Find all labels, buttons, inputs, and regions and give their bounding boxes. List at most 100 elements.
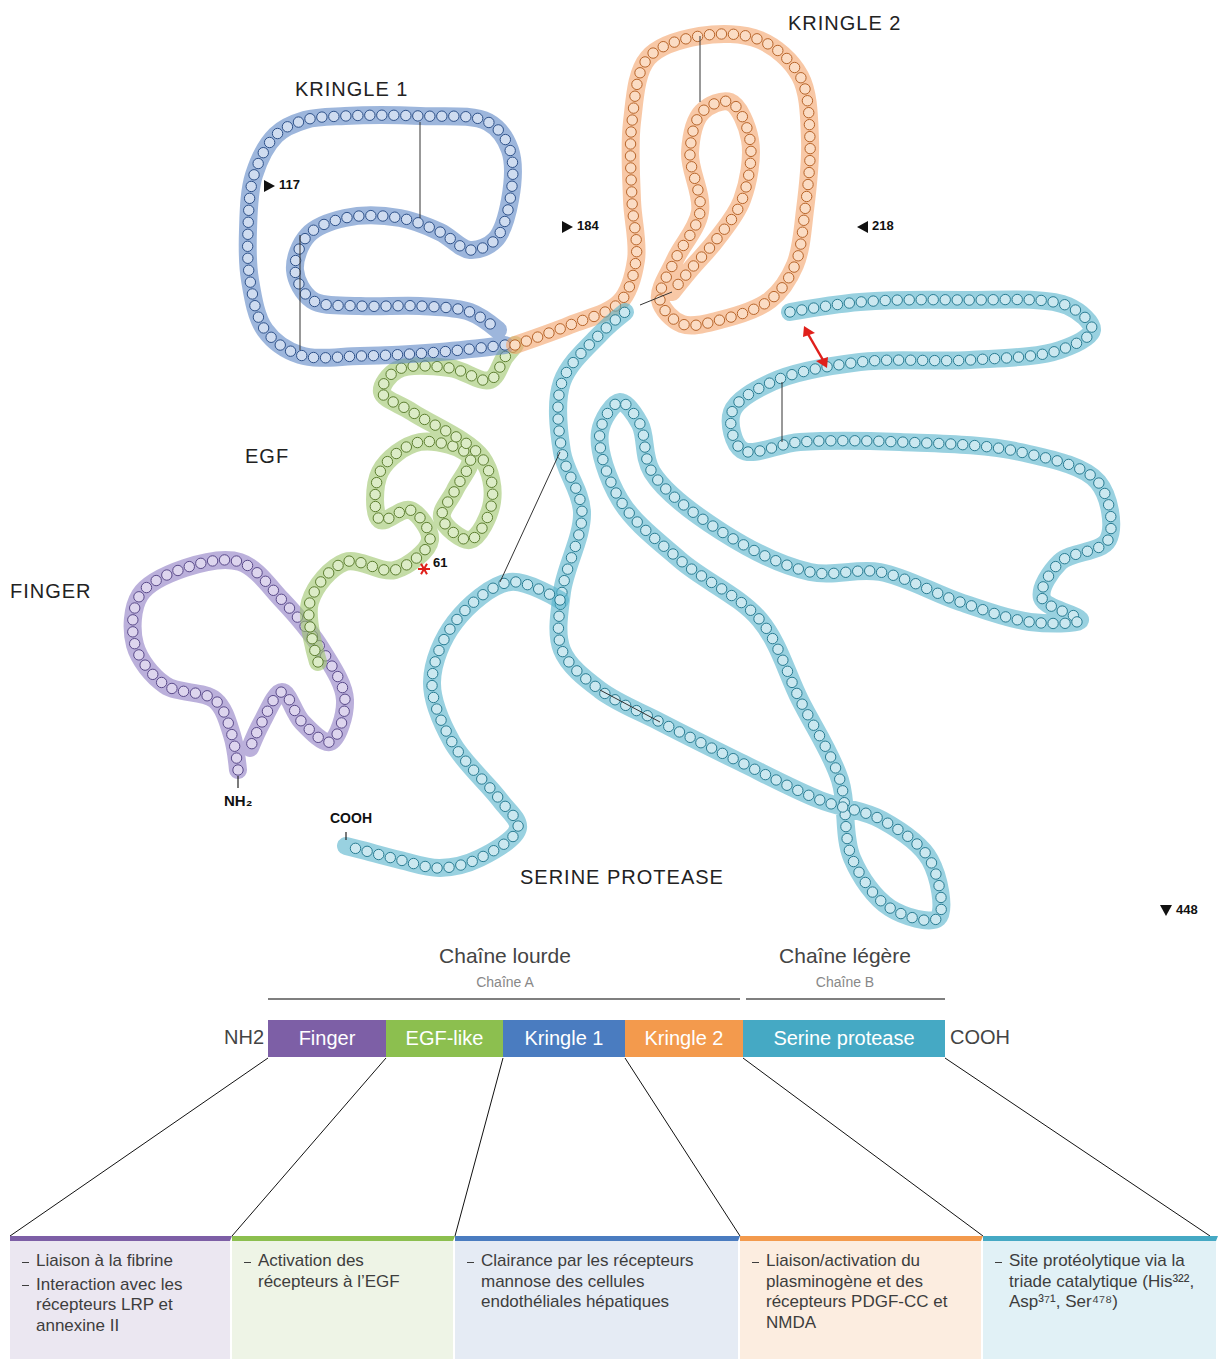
residue-bead [140, 660, 150, 670]
residue-bead [856, 297, 866, 307]
residue-bead [778, 440, 788, 450]
residue-bead [500, 216, 510, 226]
residue-bead [487, 489, 497, 499]
residue-bead [268, 585, 278, 595]
residue-bead [401, 110, 411, 120]
residue-bead [441, 302, 451, 312]
residue-bead [300, 233, 310, 243]
residue-bead [946, 439, 956, 449]
residue-bead [342, 212, 352, 222]
residue-bead [428, 692, 438, 702]
residue-bead [1029, 450, 1039, 460]
disulfide-bond [782, 382, 783, 442]
residue-bead [737, 111, 747, 121]
domain-name: Kringle 1 [525, 1027, 604, 1050]
residue-bead [419, 414, 429, 424]
residue-bead [777, 283, 787, 293]
residue-bead [305, 598, 315, 608]
residue-bead [458, 534, 468, 544]
residue-bead [752, 34, 762, 44]
residue-bead [332, 352, 342, 362]
residue-bead [882, 818, 892, 828]
residue-bead [696, 571, 706, 581]
residue-bead [562, 564, 572, 574]
residue-bead [558, 646, 568, 656]
function-box: Clairance par les récepteurs mannose des… [455, 1236, 740, 1359]
domain-title: KRINGLE 1 [295, 78, 408, 101]
residue-bead [555, 595, 565, 605]
residue-bead [337, 682, 347, 692]
residue-bead [309, 296, 319, 306]
residue-bead [1048, 618, 1058, 628]
residue-bead [464, 344, 474, 354]
residue-bead [627, 199, 637, 209]
residue-bead [341, 111, 351, 121]
residue-bead [1036, 618, 1046, 628]
residue-bead [308, 352, 318, 362]
residue-bead [262, 706, 272, 716]
residue-bead [907, 912, 917, 922]
residue-bead [408, 858, 418, 868]
residue-bead [681, 270, 691, 280]
residue-bead [1040, 453, 1050, 463]
residue-bead [734, 397, 744, 407]
residue-bead [737, 308, 747, 318]
domain-name: Kringle 2 [645, 1027, 724, 1050]
residue-bead [593, 331, 603, 341]
residue-bead [678, 240, 688, 250]
terminus-label: NH₂ [224, 792, 252, 809]
residue-bead [499, 839, 509, 849]
residue-bead [844, 298, 854, 308]
zoom-line [743, 1058, 983, 1236]
residue-bead [773, 644, 783, 654]
residue-bead [437, 507, 447, 517]
ribbon [515, 34, 810, 345]
residue-bead [767, 633, 777, 643]
residue-bead [792, 688, 802, 698]
zoom-line [945, 1058, 1210, 1236]
residue-bead [805, 567, 815, 577]
residue-bead [797, 227, 807, 237]
terminus-stub [345, 832, 346, 840]
residue-bead [746, 146, 756, 156]
residue-bead [688, 261, 698, 271]
residue-bead [861, 808, 871, 818]
residue-bead [436, 438, 446, 448]
residue-bead [597, 419, 607, 429]
residue-bead [219, 707, 229, 717]
residue-bead [1046, 601, 1056, 611]
residue-bead [162, 570, 172, 580]
residue-bead [405, 300, 415, 310]
residue-bead [692, 115, 702, 125]
residue-bead [650, 533, 660, 543]
zoom-line [10, 1058, 268, 1236]
residue-bead [233, 765, 243, 775]
residue-bead [641, 525, 651, 535]
residue-bead [1087, 322, 1097, 332]
residue-bead [553, 414, 563, 424]
residue-bead [522, 579, 532, 589]
residue-bead [477, 523, 487, 533]
residue-bead [266, 332, 276, 342]
residue-bead [912, 839, 922, 849]
domain-title: KRINGLE 2 [788, 12, 901, 35]
residue-bead [789, 262, 799, 272]
residue-bead [478, 455, 488, 465]
residue-bead [867, 887, 877, 897]
residue-bead [835, 774, 845, 784]
residue-bead [156, 677, 166, 687]
finger-chain [128, 555, 351, 775]
residue-bead [910, 578, 920, 588]
residue-bead [970, 440, 980, 450]
residue-bead [977, 354, 987, 364]
residue-bead [892, 295, 902, 305]
residue-bead [905, 355, 915, 365]
domain-title: SERINE PROTEASE [520, 866, 724, 889]
residue-bead [829, 568, 839, 578]
residue-bead [570, 541, 580, 551]
function-box: Site protéolytique via la triade catalyt… [983, 1236, 1218, 1359]
residue-bead [324, 737, 334, 747]
residue-bead [1063, 459, 1073, 469]
residue-bead [727, 406, 737, 416]
